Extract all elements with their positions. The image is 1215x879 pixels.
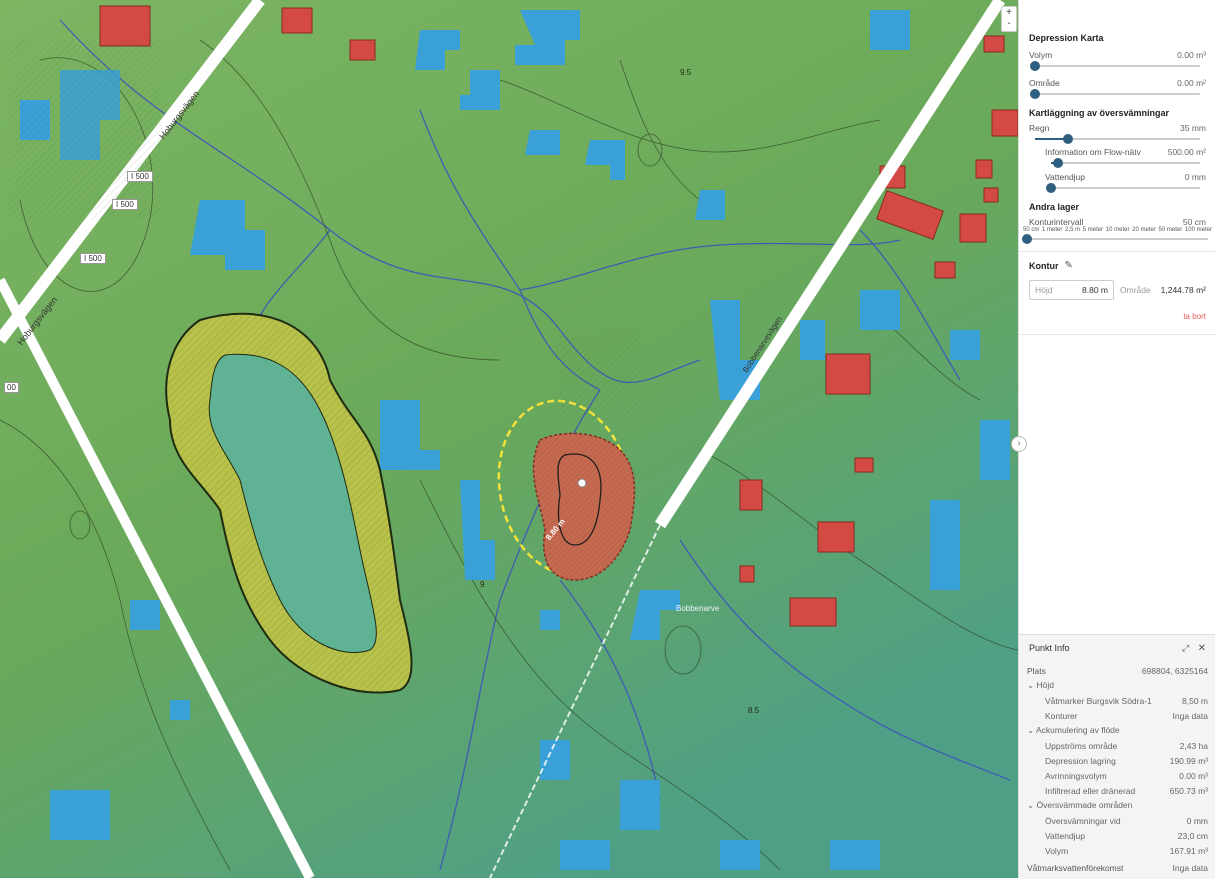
buildings <box>99 5 1018 627</box>
wetland-hatch-center <box>560 330 640 420</box>
depth-slider[interactable] <box>1045 182 1206 194</box>
contours-value: Inga data <box>1172 710 1208 721</box>
height-group[interactable]: ⌄ Höjd <box>1027 680 1054 690</box>
height-field[interactable]: Höjd 8.80 m <box>1029 280 1114 300</box>
flow-slider[interactable] <box>1045 157 1206 169</box>
location-label: Plats <box>1027 665 1046 676</box>
depth-value: 0 mm <box>1184 172 1206 182</box>
contour-interval-value: 50 cm <box>1182 217 1206 227</box>
area-slider[interactable] <box>1029 88 1206 100</box>
flood-at-value: 0 mm <box>1186 815 1208 826</box>
point-info-panel: Punkt Info ⤢ ✕ Plats 698804, 6325164 ⌄ H… <box>1019 634 1215 879</box>
flow-accumulation-group[interactable]: ⌄ Ackumulering av flöde <box>1027 725 1120 735</box>
map-view[interactable]: Hoburgsvägen Hoburgsvägen Bobbenarveväge… <box>0 0 1018 878</box>
flood-volume-value: 167.91 m³ <box>1169 845 1208 856</box>
volume-slider[interactable] <box>1029 60 1206 72</box>
contour-label-95: 9.5 <box>680 68 692 77</box>
runoff-label: Avrinningsvolym <box>1045 770 1107 781</box>
water-depth-value: 23,0 cm <box>1177 830 1208 841</box>
chevron-down-icon: ⌄ <box>1027 725 1037 735</box>
panel-collapse-button[interactable]: › <box>1011 436 1027 452</box>
volume-label: Volym <box>1029 50 1053 60</box>
flood-section: Kartläggning av översvämningar Regn 35 m… <box>1019 100 1215 194</box>
pencil-icon[interactable]: ✎ <box>1064 260 1073 271</box>
zoom-in-button[interactable]: + <box>1006 7 1012 18</box>
lake-depression <box>165 312 413 694</box>
storage-value: 190.99 m³ <box>1169 755 1208 766</box>
contour-area-value: 1,244.78 m² <box>1160 285 1206 295</box>
contours-label: Konturer <box>1045 710 1078 721</box>
road-sign-1: I 500 <box>127 171 153 182</box>
flow-label: Information om Flow-nätv <box>1045 147 1141 157</box>
wetland-label: Våtmarker Burgsvik Södra-1 <box>1045 695 1152 706</box>
flow-value: 500.00 m² <box>1167 147 1206 157</box>
map-canvas[interactable] <box>0 0 1018 878</box>
volume-value: 0.00 m³ <box>1177 50 1206 60</box>
tick-label: 50 meter <box>1158 227 1183 233</box>
chevron-down-icon: ⌄ <box>1027 680 1037 690</box>
flood-volume-label: Volym <box>1045 845 1069 856</box>
flooded-areas-group[interactable]: ⌄ Översvämmade områden <box>1027 800 1133 810</box>
selected-depression <box>497 399 636 581</box>
area-label: Område <box>1029 78 1060 88</box>
storage-label: Depression lagring <box>1045 755 1116 766</box>
location-pin-icon <box>577 478 587 488</box>
tick-label: 2,5 m <box>1065 227 1081 233</box>
contour-title: Kontur <box>1029 260 1059 271</box>
rain-value: 35 mm <box>1180 123 1206 133</box>
contour-area-label: Område <box>1120 285 1151 295</box>
close-icon[interactable]: ✕ <box>1197 642 1206 654</box>
road-sign-2: I 500 <box>112 199 138 210</box>
terrain-layer <box>0 0 1018 878</box>
road-sign-3: I 500 <box>80 253 106 264</box>
tick-label: 5 meter <box>1082 227 1104 233</box>
water-depth-label: Vattendjup <box>1045 830 1086 841</box>
delete-contour-button[interactable]: ta bort <box>1183 312 1206 321</box>
infiltrated-label: Infiltrerad eller dränerad <box>1045 785 1136 796</box>
wetland-occurrence-label: Våtmarksvattenförekomst <box>1027 862 1124 873</box>
flood-at-label: Översvämningar vid <box>1045 815 1121 826</box>
flood-title: Kartläggning av översvämningar <box>1029 108 1170 118</box>
upstream-value: 2,43 ha <box>1179 740 1208 751</box>
rain-label: Regn <box>1029 123 1050 133</box>
contour-interval-ticks: 50 cm 1 meter 2,5 m 5 meter 10 meter 20 … <box>1021 227 1214 233</box>
contour-section: Kontur ✎ Höjd 8.80 m Område 1,244.78 m² … <box>1019 252 1215 321</box>
contour-label-9: 9 <box>480 580 485 589</box>
road-sign-4: 00 <box>4 382 19 393</box>
other-layers-title: Andra lager <box>1029 202 1080 212</box>
area-value: 0.00 m² <box>1177 78 1206 88</box>
contour-interval-label: Konturintervall <box>1029 217 1084 227</box>
chevron-right-icon: › <box>1017 438 1021 449</box>
tick-label: 50 cm <box>1023 227 1040 233</box>
tick-label: 1 meter <box>1042 227 1063 233</box>
chevron-down-icon: ⌄ <box>1027 800 1037 810</box>
infiltrated-value: 650.73 m³ <box>1169 785 1208 796</box>
rain-slider[interactable] <box>1029 133 1206 145</box>
height-label: Höjd <box>1035 285 1053 295</box>
tick-label: 100 meter <box>1184 227 1212 233</box>
depression-section: Depression Karta Volym 0.00 m³ Område 0.… <box>1019 0 1215 100</box>
place-label-bobbenarve: Bobbenarve <box>676 604 720 613</box>
other-layers-section: Andra lager Konturintervall 50 cm <box>1019 194 1215 227</box>
contour-label-85: 8.5 <box>748 706 760 715</box>
location-value: 698804, 6325164 <box>1141 665 1208 676</box>
expand-icon[interactable]: ⤢ <box>1182 642 1190 653</box>
zoom-out-button[interactable]: - <box>1007 18 1011 29</box>
height-value: 8.80 m <box>1082 285 1108 295</box>
depression-title: Depression Karta <box>1029 33 1104 43</box>
depth-label: Vattendjup <box>1045 172 1086 182</box>
wetland-occurrence-value: Inga data <box>1172 862 1208 873</box>
wetland-value: 8,50 m <box>1182 695 1208 706</box>
zoom-control[interactable]: + - <box>1001 6 1017 32</box>
tick-label: 20 meter <box>1132 227 1156 233</box>
wetland-hatch-nw <box>10 40 160 220</box>
side-panel: Depression Karta Volym 0.00 m³ Område 0.… <box>1018 0 1215 879</box>
contour-interval-slider[interactable] <box>1021 233 1214 245</box>
point-info-title: Punkt Info <box>1029 643 1070 653</box>
runoff-value: 0.00 m³ <box>1179 770 1208 781</box>
tick-label: 10 meter <box>1105 227 1130 233</box>
upstream-label: Uppströms område <box>1045 740 1118 751</box>
